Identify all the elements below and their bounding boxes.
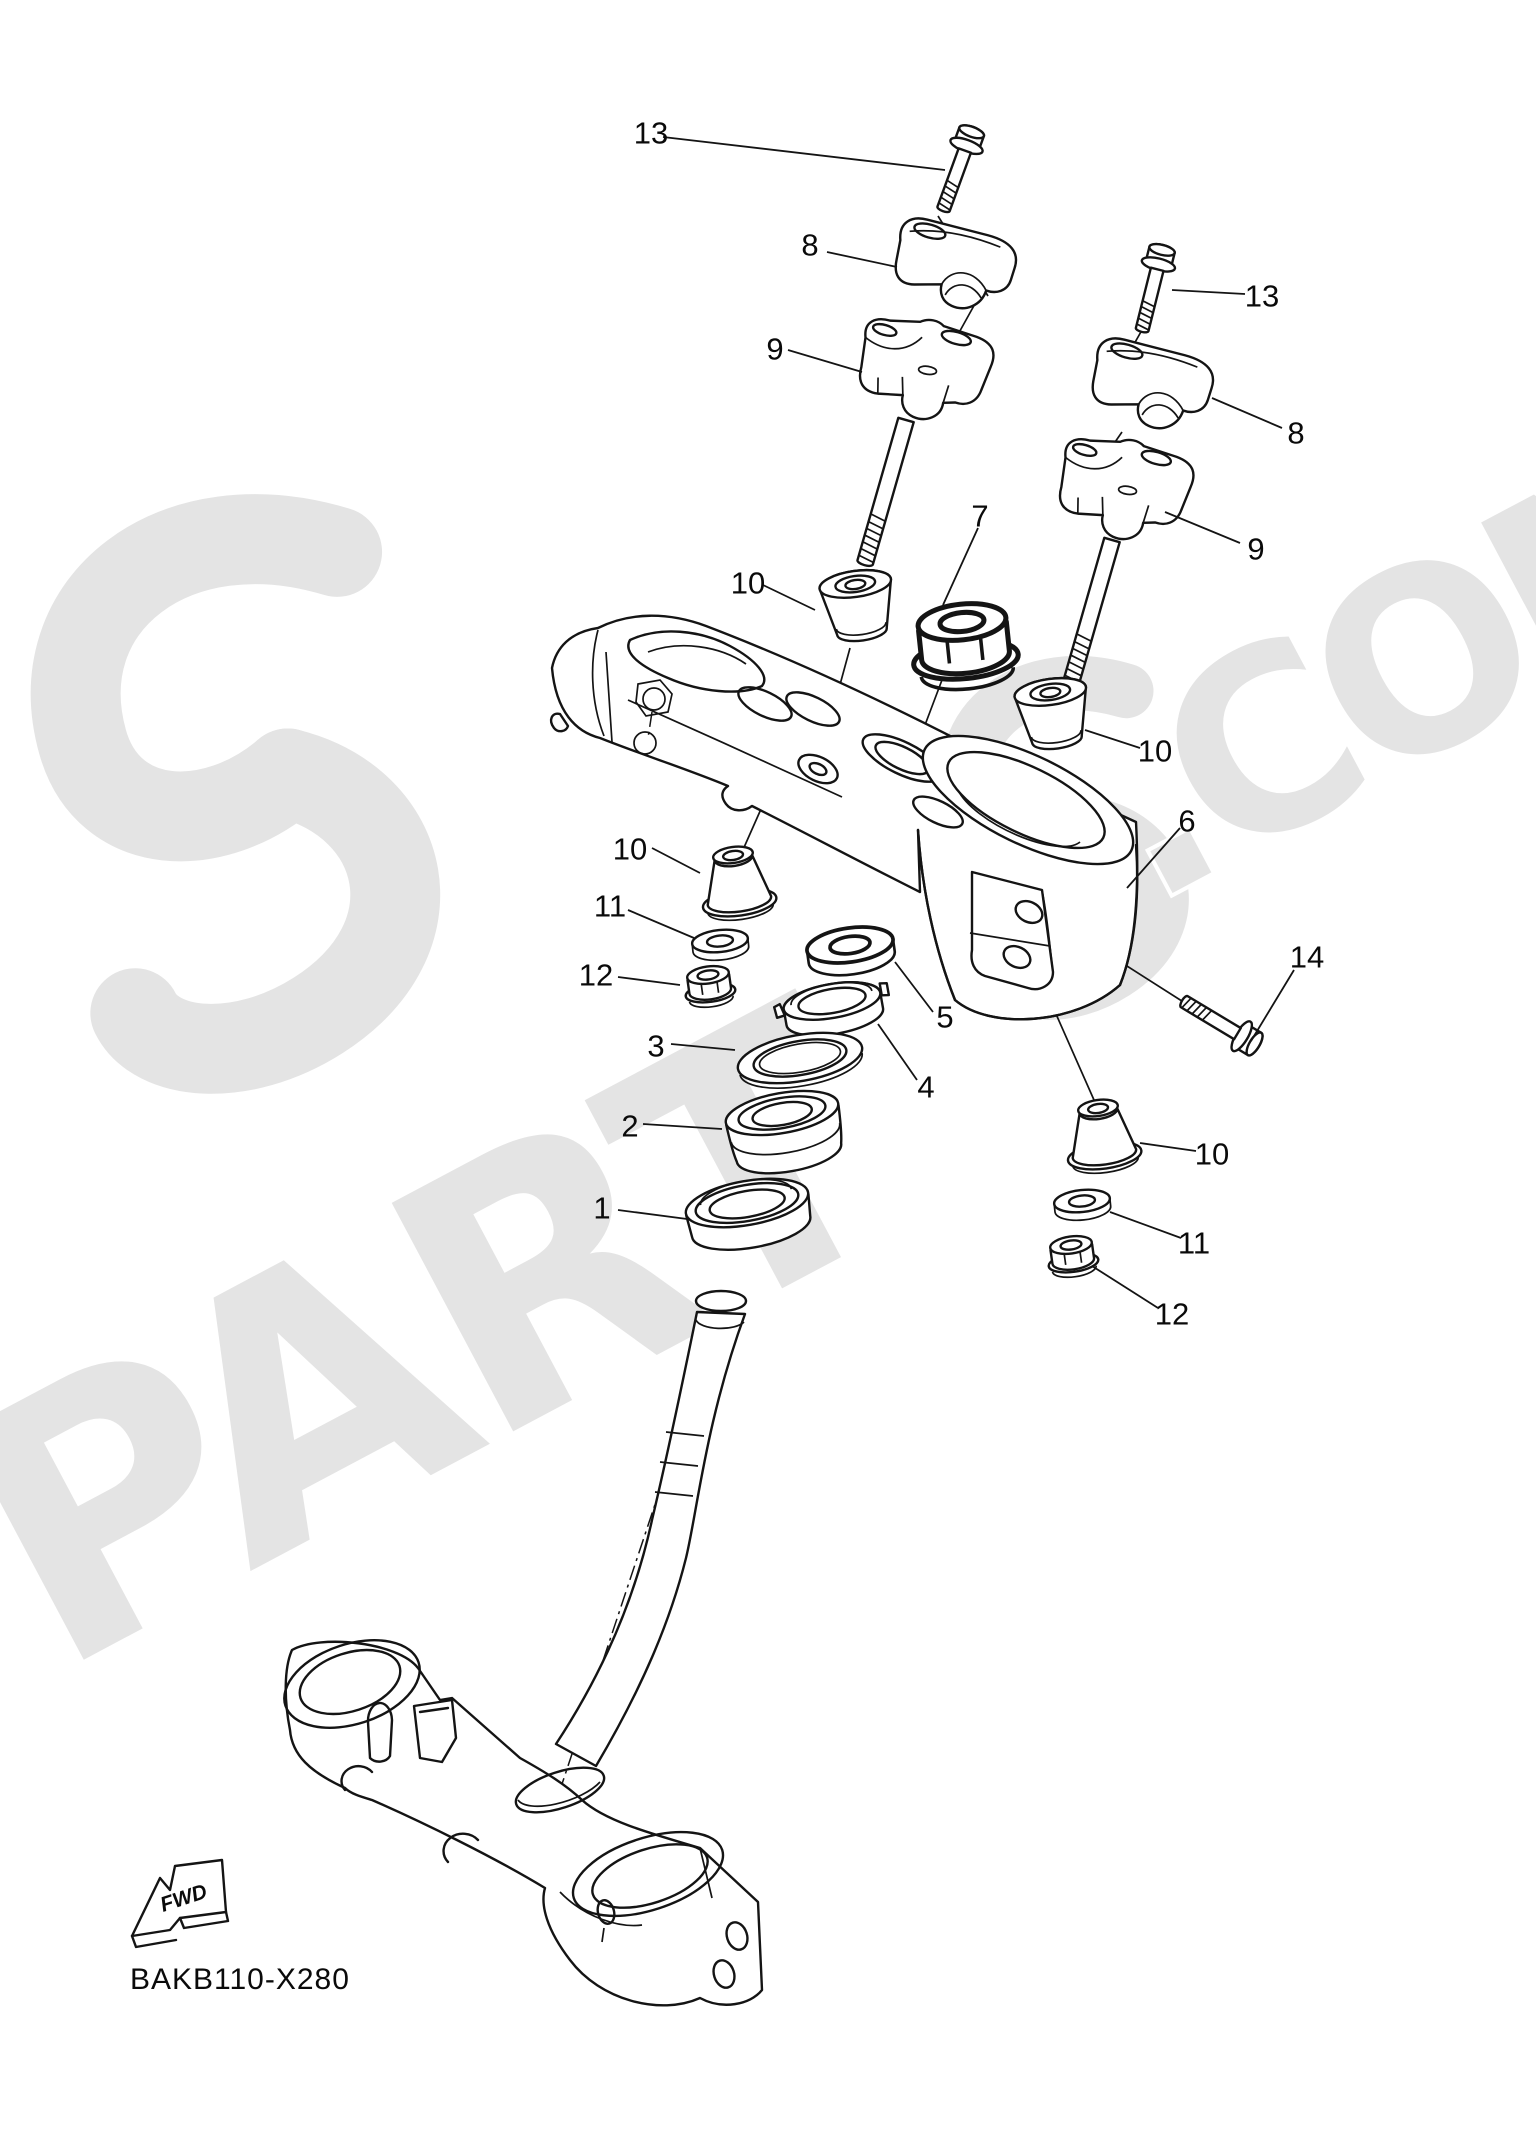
upper-bracket-6: [549, 614, 1139, 1021]
diagram-code: BAKB110-X280: [130, 1963, 350, 1996]
bushing-10-lower-left: [694, 840, 780, 926]
part-callout-9-5: 9: [1247, 531, 1265, 567]
washer-5: [802, 920, 899, 983]
part-callout-10-8: 10: [1137, 733, 1173, 769]
part-callout-7-6: 7: [971, 498, 989, 534]
washer-11-right: [1051, 1185, 1114, 1225]
part-callout-5-13: 5: [936, 999, 954, 1035]
part-callout-8-1: 8: [801, 227, 819, 263]
part-callout-11-11: 11: [593, 888, 627, 924]
bearing-cover-3: [736, 1031, 864, 1089]
holder-stud-left: [855, 416, 915, 569]
part-callout-4-14: 4: [917, 1069, 935, 1105]
holder-lower-9-right: [1053, 430, 1199, 549]
part-callout-13-0: 13: [633, 115, 669, 151]
bolt-13-right: [1123, 239, 1181, 338]
bolt-14-pinch: [1172, 984, 1269, 1063]
fwd-arrow: FWD: [130, 1858, 230, 1949]
part-callout-12-21: 12: [1154, 1296, 1190, 1332]
part-callout-2-16: 2: [621, 1108, 639, 1144]
part-callout-10-7: 10: [730, 565, 766, 601]
part-callout-6-9: 6: [1178, 803, 1196, 839]
bushing-10-upper-left: [816, 564, 901, 647]
bearing-lower-1: [684, 1177, 812, 1251]
part-callout-8-4: 8: [1287, 415, 1305, 451]
part-callout-12-12: 12: [578, 957, 614, 993]
part-callout-3-15: 3: [647, 1028, 665, 1064]
part-callout-13-3: 13: [1244, 278, 1280, 314]
part-callout-10-19: 10: [1194, 1136, 1230, 1172]
ring-nut-4: [772, 981, 891, 1037]
bearing-upper-2: [724, 1089, 843, 1175]
part-callout-14-18: 14: [1289, 939, 1325, 975]
part-callout-11-20: 11: [1177, 1225, 1211, 1261]
bushing-10-lower-right: [1059, 1093, 1145, 1179]
steering-stem-lower-bracket: [283, 1289, 764, 2007]
nut-12-right: [1043, 1231, 1102, 1282]
holder-upper-8-right: [1086, 334, 1219, 437]
leader-lines: [617, 136, 1295, 1309]
holder-lower-9-left: [853, 310, 999, 429]
watermark-logo-s-left: [29, 514, 447, 1070]
holder-upper-8-left: [889, 214, 1022, 317]
steering-exploded-diagram: [283, 120, 1295, 2007]
steering-stem-nut-7: [908, 599, 1021, 695]
part-callout-1-17: 1: [593, 1190, 611, 1226]
part-callout-10-10: 10: [612, 831, 648, 867]
part-callout-9-2: 9: [766, 331, 784, 367]
